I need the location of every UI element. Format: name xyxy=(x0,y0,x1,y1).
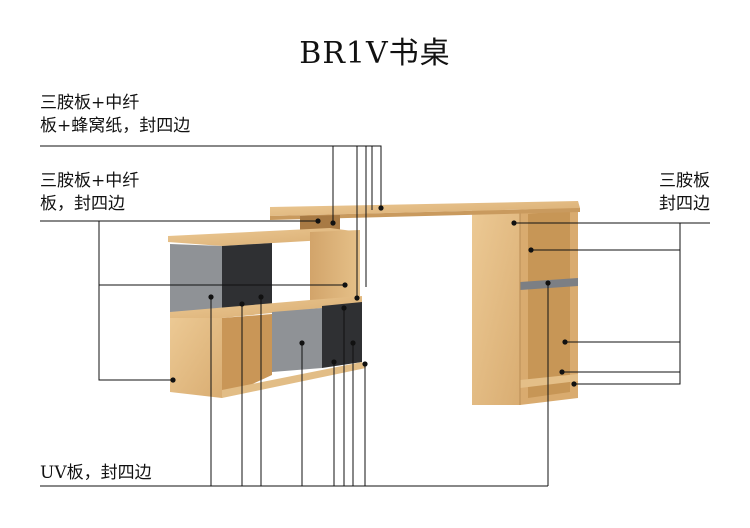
right-cabinet xyxy=(472,204,578,405)
dot-upper-opening-right xyxy=(258,294,264,300)
lower-gray-opening xyxy=(322,302,362,368)
right-cabinet-back xyxy=(528,210,570,398)
dot-gray-door-lower xyxy=(299,340,305,346)
desk-top xyxy=(270,201,580,231)
label-bottom-material: UV板，封四边 xyxy=(40,463,152,483)
dot-support xyxy=(330,220,336,226)
shelf-middle-board xyxy=(170,296,362,318)
lower-gray-door xyxy=(272,308,322,372)
dot-mid-shelf xyxy=(354,295,360,301)
dot-gray-door-upper xyxy=(208,294,214,300)
dot-right-top xyxy=(511,220,517,226)
dot-lower-opening-right xyxy=(350,340,356,346)
label-right-line-2: 封四边 xyxy=(659,194,710,214)
upper-gray-door xyxy=(170,244,222,312)
dot-top-board xyxy=(315,218,321,224)
lower-left-open xyxy=(222,314,272,398)
dot-bottom-board xyxy=(362,361,368,367)
upper-gray-opening xyxy=(222,243,272,310)
dot-lower-opening-left xyxy=(331,359,337,365)
dot-upper-opening-left xyxy=(239,301,245,307)
label-middle-line-2: 板，封四边 xyxy=(40,194,125,214)
shelf-bottom-board xyxy=(222,362,366,398)
callout-lines xyxy=(40,145,710,487)
dot-right-shelf xyxy=(545,280,551,286)
dot-right-base xyxy=(571,381,577,387)
dot-mid-board xyxy=(342,282,348,288)
dot-desk-top xyxy=(378,205,384,211)
page-title: BR1V书桌 xyxy=(299,36,451,71)
desk-top-support xyxy=(300,215,340,231)
dot-left-panel xyxy=(170,377,176,383)
right-cabinet-bottom xyxy=(520,374,578,388)
dot-right-bottom xyxy=(559,369,565,375)
label-top-material: 三胺板+中纤 板+蜂窝纸，封四边 xyxy=(40,92,190,138)
upper-right-side-panel xyxy=(310,230,360,304)
label-right-material: 三胺板 封四边 xyxy=(659,170,710,216)
dot-right-side xyxy=(562,339,568,345)
label-middle-line-1: 三胺板+中纤 xyxy=(40,171,140,191)
dot-right-back xyxy=(528,247,534,253)
right-cabinet-front-panel xyxy=(472,210,520,405)
desk-top-surface xyxy=(270,201,580,216)
callout-dots xyxy=(170,205,577,387)
dot-lower-opening-top xyxy=(341,305,347,311)
left-shelf-unit xyxy=(168,228,366,398)
lower-left-panel xyxy=(170,318,222,398)
label-middle-material: 三胺板+中纤 板，封四边 xyxy=(40,170,139,216)
label-top-line-1: 三胺板+中纤 xyxy=(40,93,140,113)
label-top-line-2: 板+蜂窝纸，封四边 xyxy=(40,116,191,136)
label-right-line-1: 三胺板 xyxy=(659,171,710,191)
